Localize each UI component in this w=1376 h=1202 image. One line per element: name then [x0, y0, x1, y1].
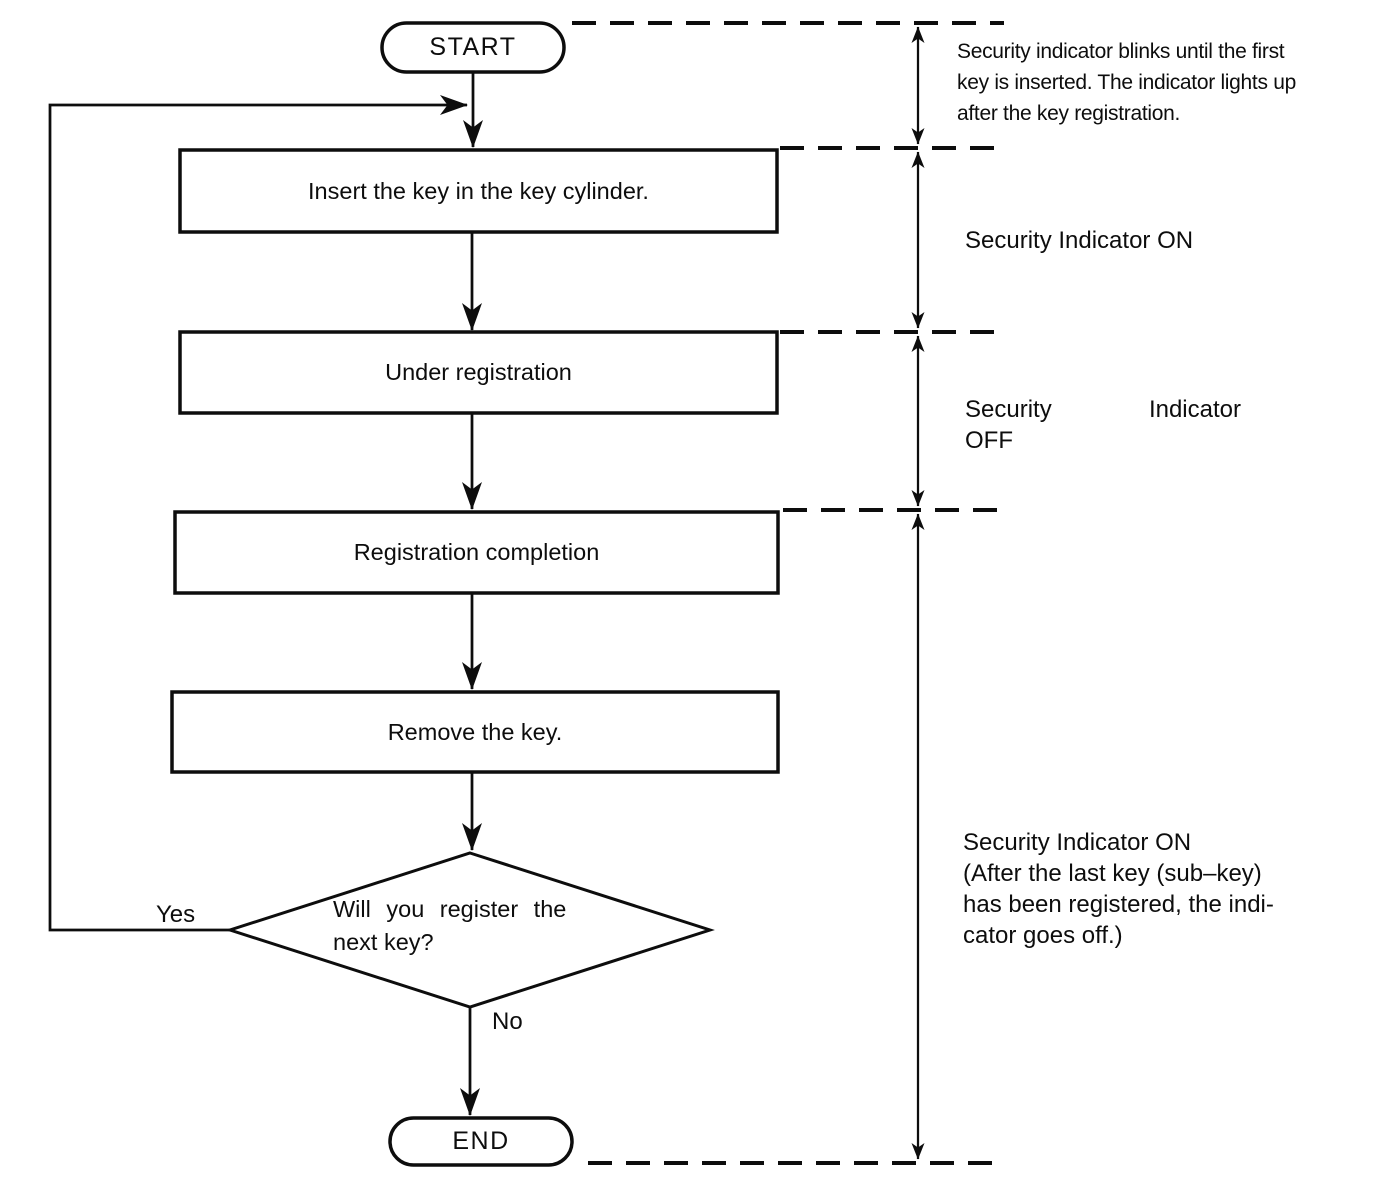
under-registration-node-label: Under registration	[385, 359, 572, 385]
decision-label-line1: Will you register the	[333, 896, 567, 922]
blink-note-line1: Security indicator blinks until the firs…	[957, 40, 1285, 63]
start-node-label: START	[429, 33, 517, 61]
registration-completion-node-label: Registration completion	[353, 539, 600, 565]
indicator-on-bottom-line1: Security Indicator ON	[963, 829, 1192, 856]
annotation-indicator-off: Security Indicator OFF	[965, 394, 1241, 456]
remove-key-node-label: Remove the key.	[387, 718, 563, 745]
indicator-on-bottom-line3: has been registered, the indi-	[963, 891, 1274, 918]
indicator-on-bottom-line2: (After the last key (sub–key)	[963, 860, 1262, 887]
yes-branch-label: Yes	[156, 901, 196, 928]
insert-key-node-shape	[178, 148, 779, 234]
end-node-label: END	[452, 1127, 510, 1155]
decision-node-label: Will you register the next key?	[333, 893, 566, 959]
decision-label-line2: next key?	[333, 929, 434, 955]
arrow-yes-loop	[48, 95, 468, 932]
blink-note-line3: after the key registration.	[957, 102, 1181, 125]
blink-note-line2: key is inserted. The indicator lights up	[957, 71, 1296, 94]
under-registration-node-shape	[178, 330, 779, 415]
annotation-blink-note: Security indicator blinks until the firs…	[957, 36, 1296, 129]
no-branch-label: No	[492, 1008, 523, 1035]
annotation-indicator-on-bottom: Security Indicator ON (After the last ke…	[963, 827, 1274, 951]
annotation-indicator-on-top: Security Indicator ON	[965, 227, 1194, 254]
end-node-shape	[388, 1116, 574, 1167]
indicator-off-line2: OFF	[965, 427, 1013, 454]
registration-completion-node-shape	[173, 510, 780, 595]
remove-key-node-shape	[170, 690, 780, 774]
insert-key-node-label: Insert the key in the key cylinder.	[308, 177, 649, 204]
indicator-on-bottom-line4: cator goes off.)	[963, 922, 1123, 949]
indicator-off-line1: Security Indicator	[965, 396, 1241, 423]
